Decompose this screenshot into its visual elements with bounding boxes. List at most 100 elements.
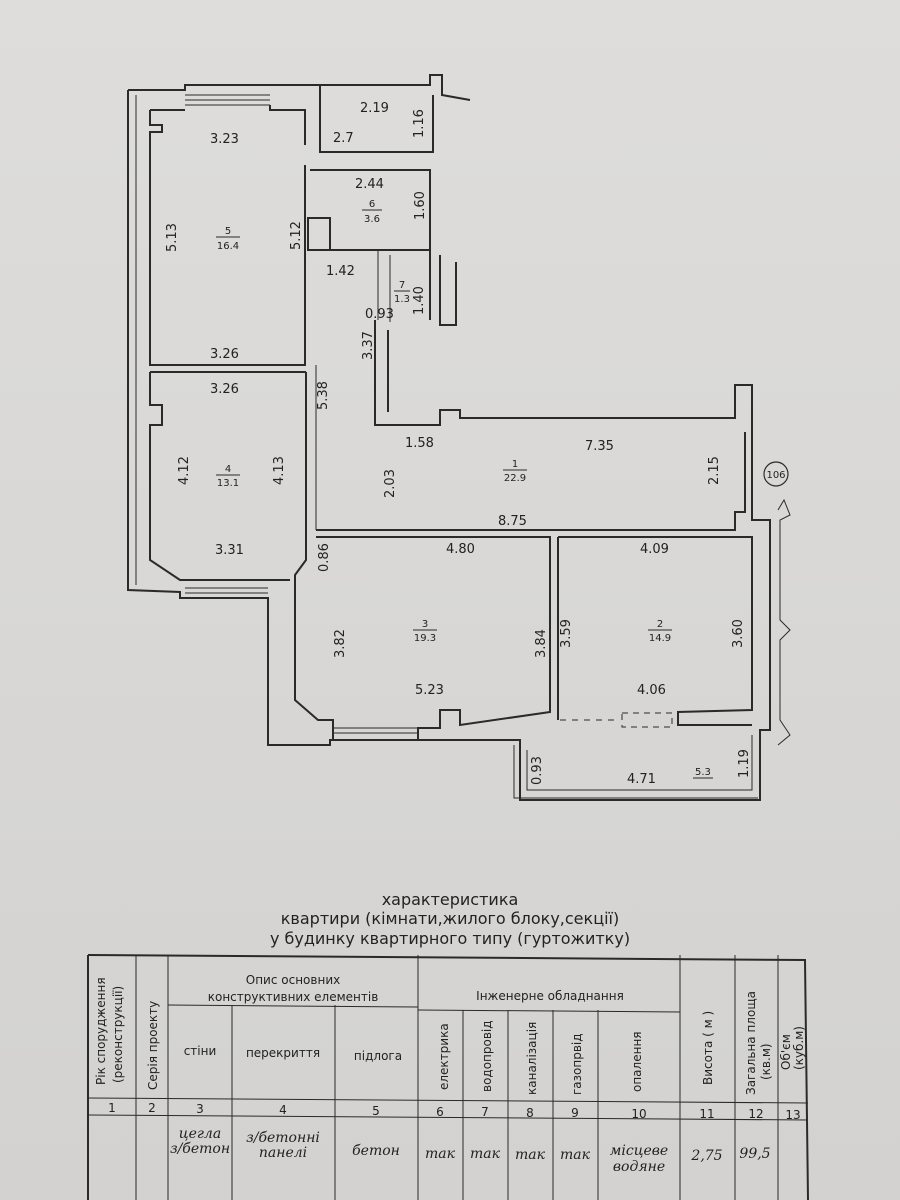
header-heating: опалення <box>630 1031 644 1092</box>
header-volume-unit: (куб.м) <box>792 1026 806 1070</box>
header-description: Опис основних <box>246 973 340 987</box>
cell-heating: місцеве <box>610 1143 668 1159</box>
dim-label: 4.06 <box>637 683 666 698</box>
svg-text:19.3: 19.3 <box>414 633 436 644</box>
header-water: водопровід <box>480 1020 494 1092</box>
cell-water: так <box>470 1146 501 1162</box>
dim-label: 1.58 <box>405 436 434 451</box>
room-7-label: 7 1.3 <box>394 280 410 305</box>
dim-label: 4.09 <box>640 542 669 557</box>
svg-text:13.1: 13.1 <box>217 478 239 489</box>
dim-label: 4.80 <box>446 542 475 557</box>
svg-text:7: 7 <box>399 280 405 291</box>
svg-text:106: 106 <box>766 470 785 481</box>
room-2-label: 2 14.9 <box>648 619 672 644</box>
dim-label: 1.42 <box>326 264 355 279</box>
heading-line-1: характеристика <box>382 890 519 909</box>
svg-text:5: 5 <box>225 226 231 237</box>
dim-label: 2.19 <box>360 101 389 116</box>
dim-label: 3.31 <box>215 543 244 558</box>
svg-text:12: 12 <box>748 1107 763 1121</box>
dim-label: 3.23 <box>210 132 239 147</box>
cell-ceilings: з/бетонні <box>246 1130 320 1146</box>
svg-text:1.3: 1.3 <box>394 294 410 305</box>
svg-text:16.4: 16.4 <box>217 241 239 252</box>
dim-label: 0.93 <box>365 307 394 322</box>
dim-label: 4.12 <box>177 456 192 485</box>
header-year: Рік спорудження <box>94 977 108 1085</box>
svg-text:7: 7 <box>481 1105 489 1119</box>
section-marker: 106 <box>763 461 789 487</box>
dim-label: 4.71 <box>627 772 656 787</box>
svg-text:22.9: 22.9 <box>504 473 526 484</box>
dim-label: 8.75 <box>498 514 527 529</box>
cell-ceilings-2: панелі <box>259 1145 307 1161</box>
header-description-2: конструктивних елементів <box>208 990 379 1004</box>
header-area-unit: (кв.м) <box>759 1043 773 1080</box>
dim-label: 1.40 <box>412 286 427 315</box>
cell-area: 99,5 <box>739 1146 770 1162</box>
room-labels: 5 16.4 6 3.6 7 1.3 4 13.1 1 22.9 3 19.3 <box>216 199 713 779</box>
dim-label: 3.26 <box>210 382 239 397</box>
header-series: Серія проекту <box>146 1001 160 1090</box>
svg-text:13: 13 <box>785 1108 800 1122</box>
svg-text:10: 10 <box>631 1107 646 1121</box>
dim-label: 5.23 <box>415 683 444 698</box>
dim-label: 5.12 <box>289 221 304 250</box>
header-area: Загальна площа <box>744 991 758 1095</box>
svg-text:3: 3 <box>422 619 428 630</box>
svg-text:8: 8 <box>526 1106 534 1120</box>
svg-text:5: 5 <box>372 1104 380 1118</box>
room-4-label: 4 13.1 <box>216 464 240 489</box>
dim-label: 3.37 <box>361 331 376 360</box>
balcony-area-label: 5.3 <box>695 767 711 778</box>
characteristics-heading: характеристика квартири (кімнати,жилого … <box>270 890 630 948</box>
dim-label: 0.86 <box>317 543 332 572</box>
svg-text:11: 11 <box>699 1107 714 1121</box>
characteristics-table: Рік спорудження (реконструкції) Серія пр… <box>87 954 809 1200</box>
cell-walls: цегла <box>179 1126 221 1142</box>
heading-line-2: квартири (кімнати,жилого блоку,секції) <box>281 909 619 928</box>
header-engineering: Інженерне обладнання <box>476 989 624 1003</box>
header-electricity: електрика <box>437 1023 451 1090</box>
dim-label: 3.84 <box>534 629 549 658</box>
room-1-label: 1 22.9 <box>503 459 527 484</box>
dim-label: 3.59 <box>559 619 574 648</box>
svg-text:6: 6 <box>436 1105 444 1119</box>
header-sewer: каналізація <box>525 1022 539 1095</box>
dim-label: 3.60 <box>731 619 746 648</box>
svg-text:14.9: 14.9 <box>649 633 671 644</box>
dim-label: 4.13 <box>272 456 287 485</box>
header-volume: Об'єм <box>779 1034 793 1070</box>
room-3-label: 3 19.3 <box>413 619 437 644</box>
dim-label: 0.93 <box>530 756 545 785</box>
header-floor: підлога <box>354 1049 402 1063</box>
svg-text:4: 4 <box>279 1103 287 1117</box>
svg-text:1: 1 <box>512 459 518 470</box>
svg-text:4: 4 <box>225 464 231 475</box>
cell-walls-2: з/бетон <box>170 1141 230 1157</box>
dim-label: 7.35 <box>585 439 614 454</box>
room-5-label: 5 16.4 <box>216 226 240 252</box>
svg-text:2: 2 <box>657 619 663 630</box>
outer-walls <box>127 74 791 801</box>
dim-label: 5.13 <box>165 223 180 252</box>
dim-label: 2.03 <box>383 469 398 498</box>
svg-text:1: 1 <box>108 1101 116 1115</box>
dim-label: 5.38 <box>316 381 331 410</box>
cell-height: 2,75 <box>690 1148 722 1164</box>
svg-text:6: 6 <box>369 199 375 210</box>
dim-label: 2.15 <box>707 456 722 485</box>
cell-gas: так <box>560 1147 591 1163</box>
header-year-2: (реконструкції) <box>111 986 125 1083</box>
dimension-labels: 2.19 1.16 3.23 2.7 2.44 1.60 5.13 5.12 1… <box>165 101 752 787</box>
header-ceilings: перекриття <box>246 1046 320 1060</box>
header-walls: стіни <box>184 1044 217 1058</box>
svg-text:9: 9 <box>571 1106 579 1120</box>
room-6-label: 6 3.6 <box>362 199 382 225</box>
cell-electricity: так <box>425 1146 456 1162</box>
svg-text:3: 3 <box>196 1102 204 1116</box>
dim-label: 2.7 <box>333 131 354 146</box>
dim-label: 1.19 <box>737 749 752 778</box>
